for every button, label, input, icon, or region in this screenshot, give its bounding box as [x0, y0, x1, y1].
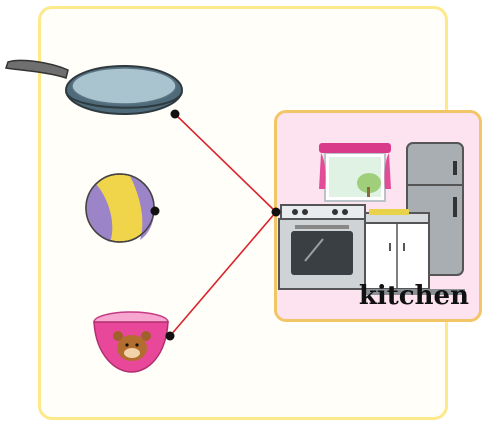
ball-connector-dot[interactable] [151, 207, 160, 216]
kitchen-connector-dot[interactable] [272, 208, 281, 217]
pan-connector-dot[interactable] [171, 110, 180, 119]
match-line-pan [175, 114, 276, 212]
frying-pan-icon[interactable] [6, 60, 182, 114]
beach-ball-icon[interactable] [86, 174, 154, 242]
match-line-bowl [170, 212, 276, 336]
bowl-icon[interactable] [94, 312, 168, 372]
bowl-connector-dot[interactable] [166, 332, 175, 341]
